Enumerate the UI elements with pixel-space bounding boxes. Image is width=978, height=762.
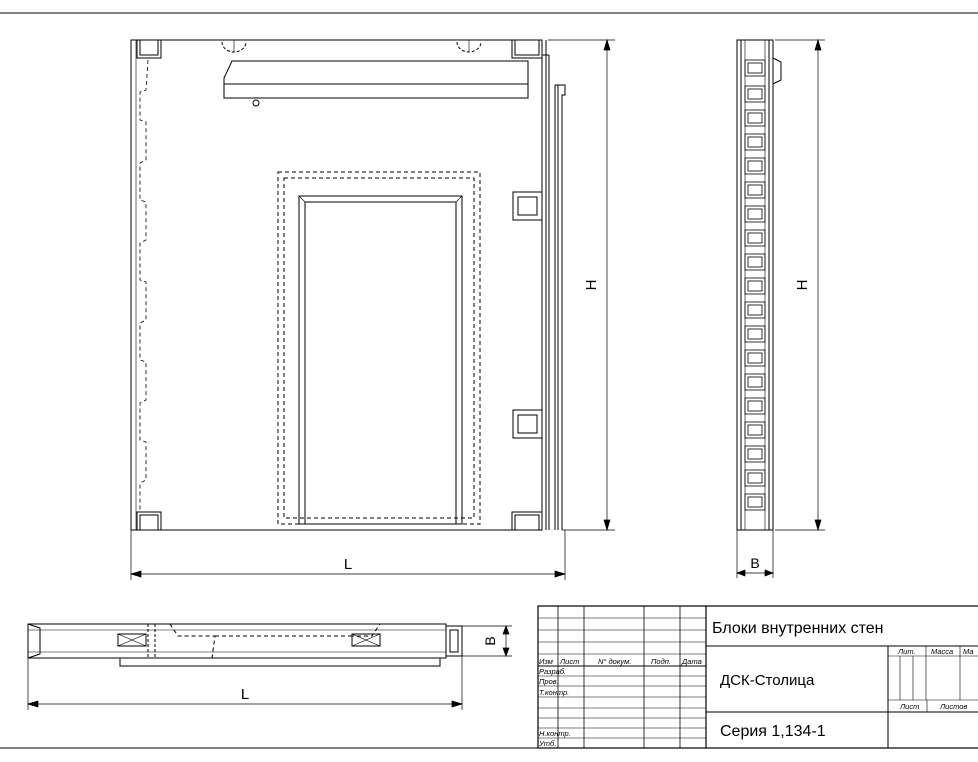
sheets-total-header: Листов — [939, 702, 967, 711]
col-header-date: Дата — [681, 657, 702, 666]
row-label-tech-control: Т.контр. — [539, 688, 569, 697]
front-height-label: H — [583, 280, 600, 291]
plan-view — [27, 623, 463, 667]
side-thickness-label: B — [750, 555, 759, 571]
col-header-list: Лист — [559, 657, 579, 666]
document-title: Блоки внутренних стен — [712, 620, 884, 637]
title-block — [537, 605, 978, 749]
plan-width-dimension — [26, 656, 464, 710]
col-header-doc: N° докум. — [598, 657, 631, 666]
scale-header: Ма — [963, 647, 974, 656]
col-header-sign: Подп. — [651, 657, 671, 666]
front-height-dimension — [548, 38, 615, 532]
row-label-checked: Пров. — [539, 677, 559, 686]
side-height-dimension — [775, 38, 825, 532]
plan-thickness-label: B — [482, 636, 498, 645]
stage-header: Лит. — [897, 647, 916, 656]
row-label-norm-control: Н.контр. — [539, 729, 571, 738]
plan-width-label: L — [241, 686, 249, 703]
plan-thickness-dimension — [462, 625, 512, 657]
side-view — [736, 39, 782, 531]
side-height-label: H — [794, 280, 811, 291]
organization-name: ДСК-Столица — [720, 672, 815, 689]
row-label-developer: Разраб. — [539, 667, 566, 676]
mass-header: Масса — [931, 647, 953, 656]
side-view-blocks — [744, 59, 766, 511]
side-thickness-dimension — [736, 530, 774, 578]
front-view — [130, 39, 566, 531]
series-label: Серия 1,134-1 — [720, 723, 826, 740]
row-label-approved: Утб. — [538, 739, 556, 748]
sheet-header: Лист — [899, 702, 919, 711]
col-header-izm: Изм — [539, 657, 553, 666]
front-width-label: L — [344, 556, 352, 573]
front-width-dimension — [129, 530, 567, 580]
